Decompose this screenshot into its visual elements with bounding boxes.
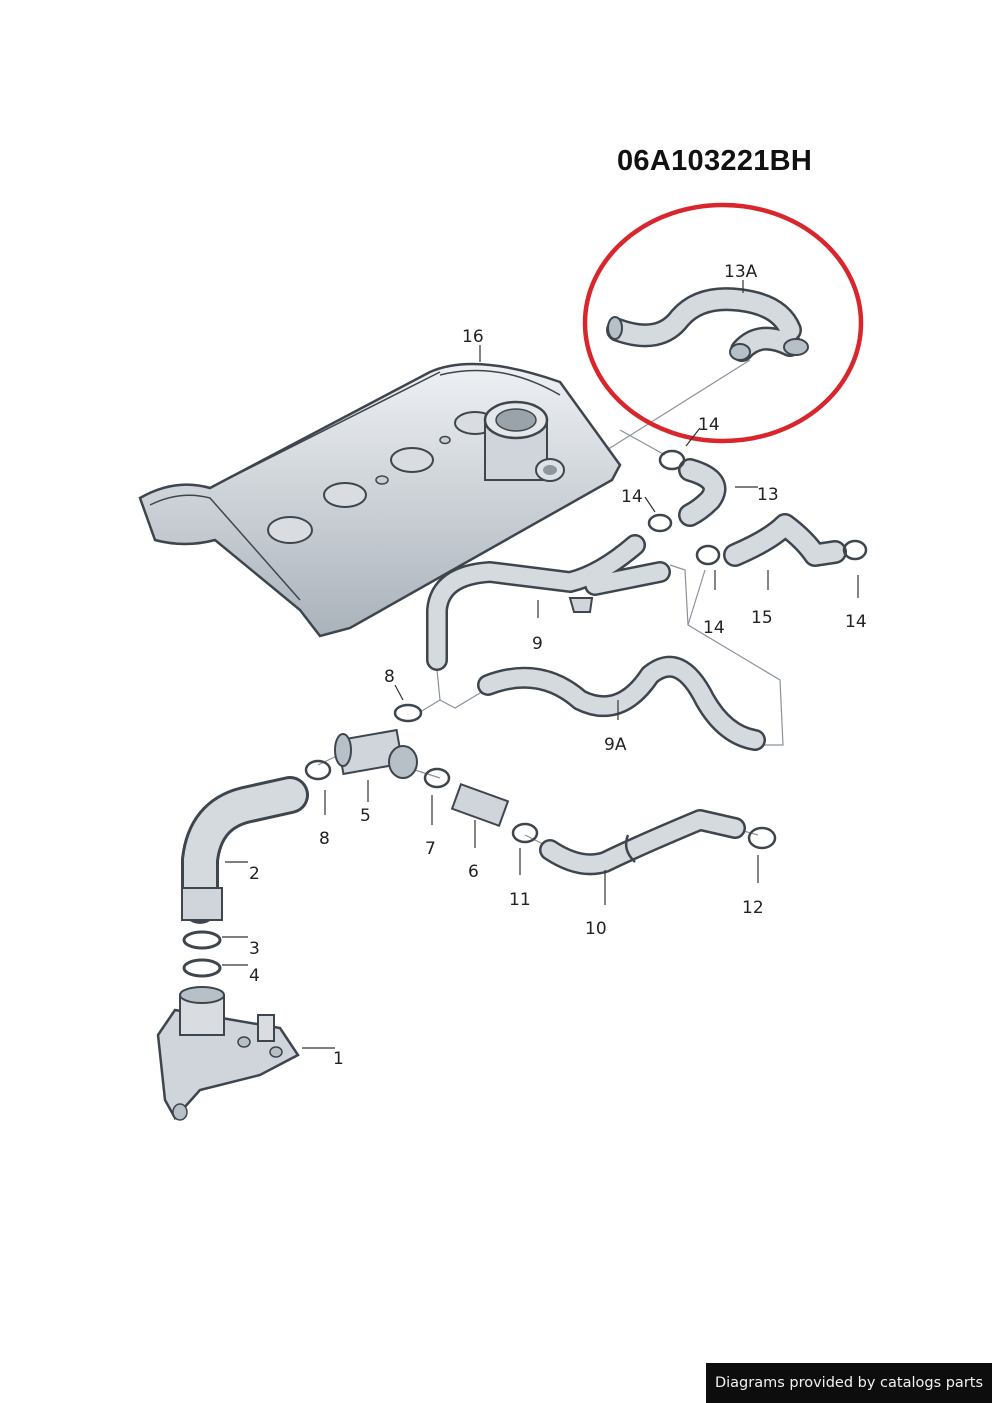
label-10: 10 <box>585 919 607 939</box>
label-5: 5 <box>360 806 371 826</box>
part-labels: 13A 16 14 13 14 14 15 14 9 8 9A 8 5 7 6 … <box>249 262 867 1069</box>
label-16: 16 <box>462 327 484 347</box>
label-8b: 8 <box>319 829 330 849</box>
rings <box>182 930 222 978</box>
fittings <box>334 728 510 828</box>
hose-9 <box>426 534 671 671</box>
hose-13 <box>678 458 727 527</box>
hose-13a <box>606 287 809 362</box>
housing-1 <box>156 986 300 1121</box>
footer-text: Diagrams provided by catalogs parts <box>714 1375 984 1391</box>
highlight-circle <box>582 202 864 444</box>
label-1: 1 <box>333 1049 344 1069</box>
label-6: 6 <box>468 862 479 882</box>
label-14a: 14 <box>698 415 720 435</box>
label-7: 7 <box>425 839 436 859</box>
hose-clamps <box>304 449 868 850</box>
label-leaders <box>222 280 859 1049</box>
label-2: 2 <box>249 864 260 884</box>
hose-10 <box>539 809 746 876</box>
valve-cover <box>138 362 622 638</box>
label-9a: 9A <box>604 735 627 755</box>
footer-banner: Diagrams provided by catalogs parts <box>706 1363 992 1403</box>
hose-9a <box>477 655 766 751</box>
label-3: 3 <box>249 939 260 959</box>
label-13: 13 <box>757 485 779 505</box>
label-15: 15 <box>751 608 773 628</box>
label-14b: 14 <box>621 487 643 507</box>
hose-15 <box>723 513 847 567</box>
label-12: 12 <box>742 898 764 918</box>
label-14d: 14 <box>845 612 867 632</box>
label-9: 9 <box>532 634 543 654</box>
label-8a: 8 <box>384 667 395 687</box>
part-number-title: 06A103221BH <box>617 145 813 177</box>
label-11: 11 <box>509 890 531 910</box>
label-4: 4 <box>249 966 260 986</box>
label-14c: 14 <box>703 618 725 638</box>
label-13a: 13A <box>724 262 758 282</box>
pipe-2 <box>181 776 309 924</box>
